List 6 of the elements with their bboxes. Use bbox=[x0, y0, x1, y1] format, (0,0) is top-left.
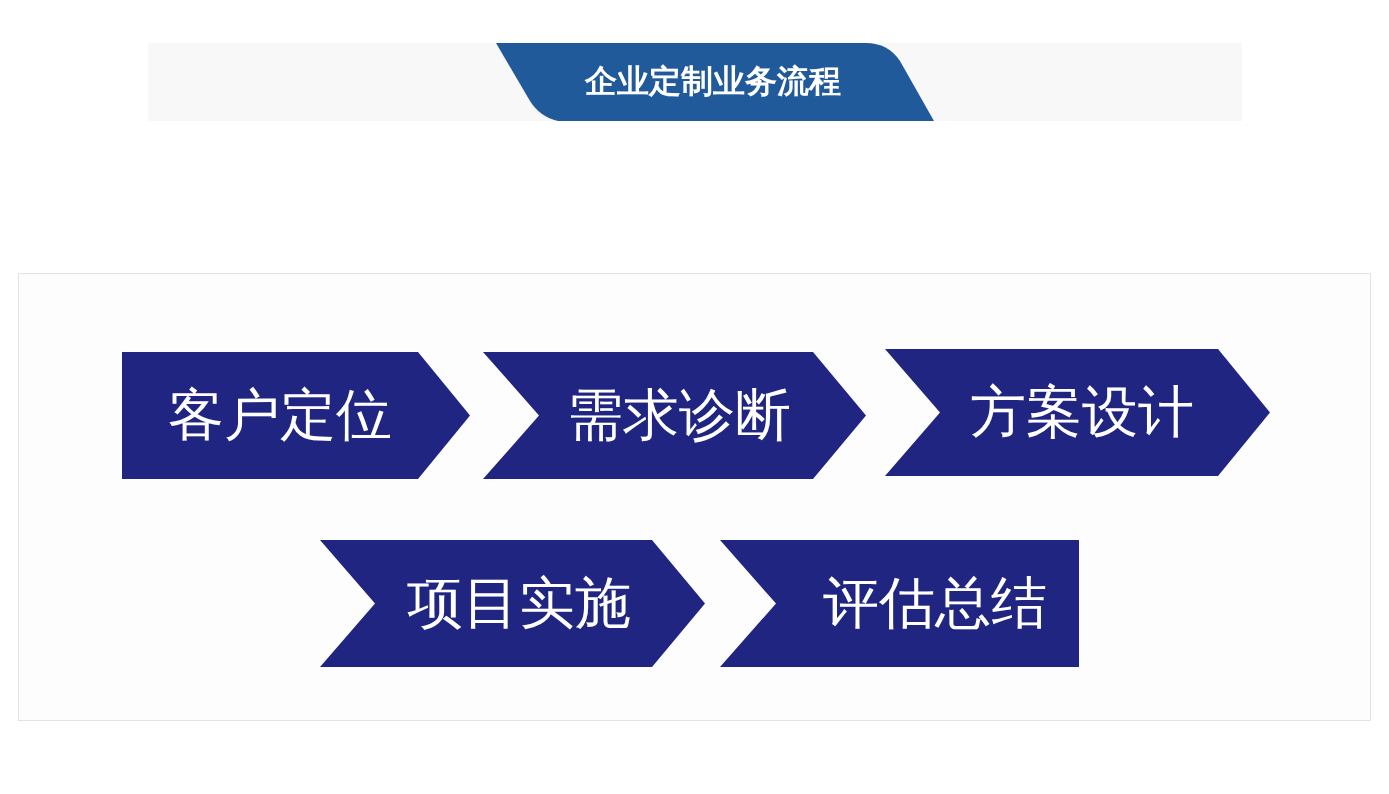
process-step: 评估总结 bbox=[720, 540, 1079, 667]
title-banner: 企业定制业务流程 bbox=[496, 43, 934, 121]
process-step: 项目实施 bbox=[320, 540, 705, 667]
process-step: 客户定位 bbox=[122, 352, 470, 479]
process-step: 方案设计 bbox=[885, 349, 1270, 476]
process-step: 需求诊断 bbox=[483, 352, 866, 479]
